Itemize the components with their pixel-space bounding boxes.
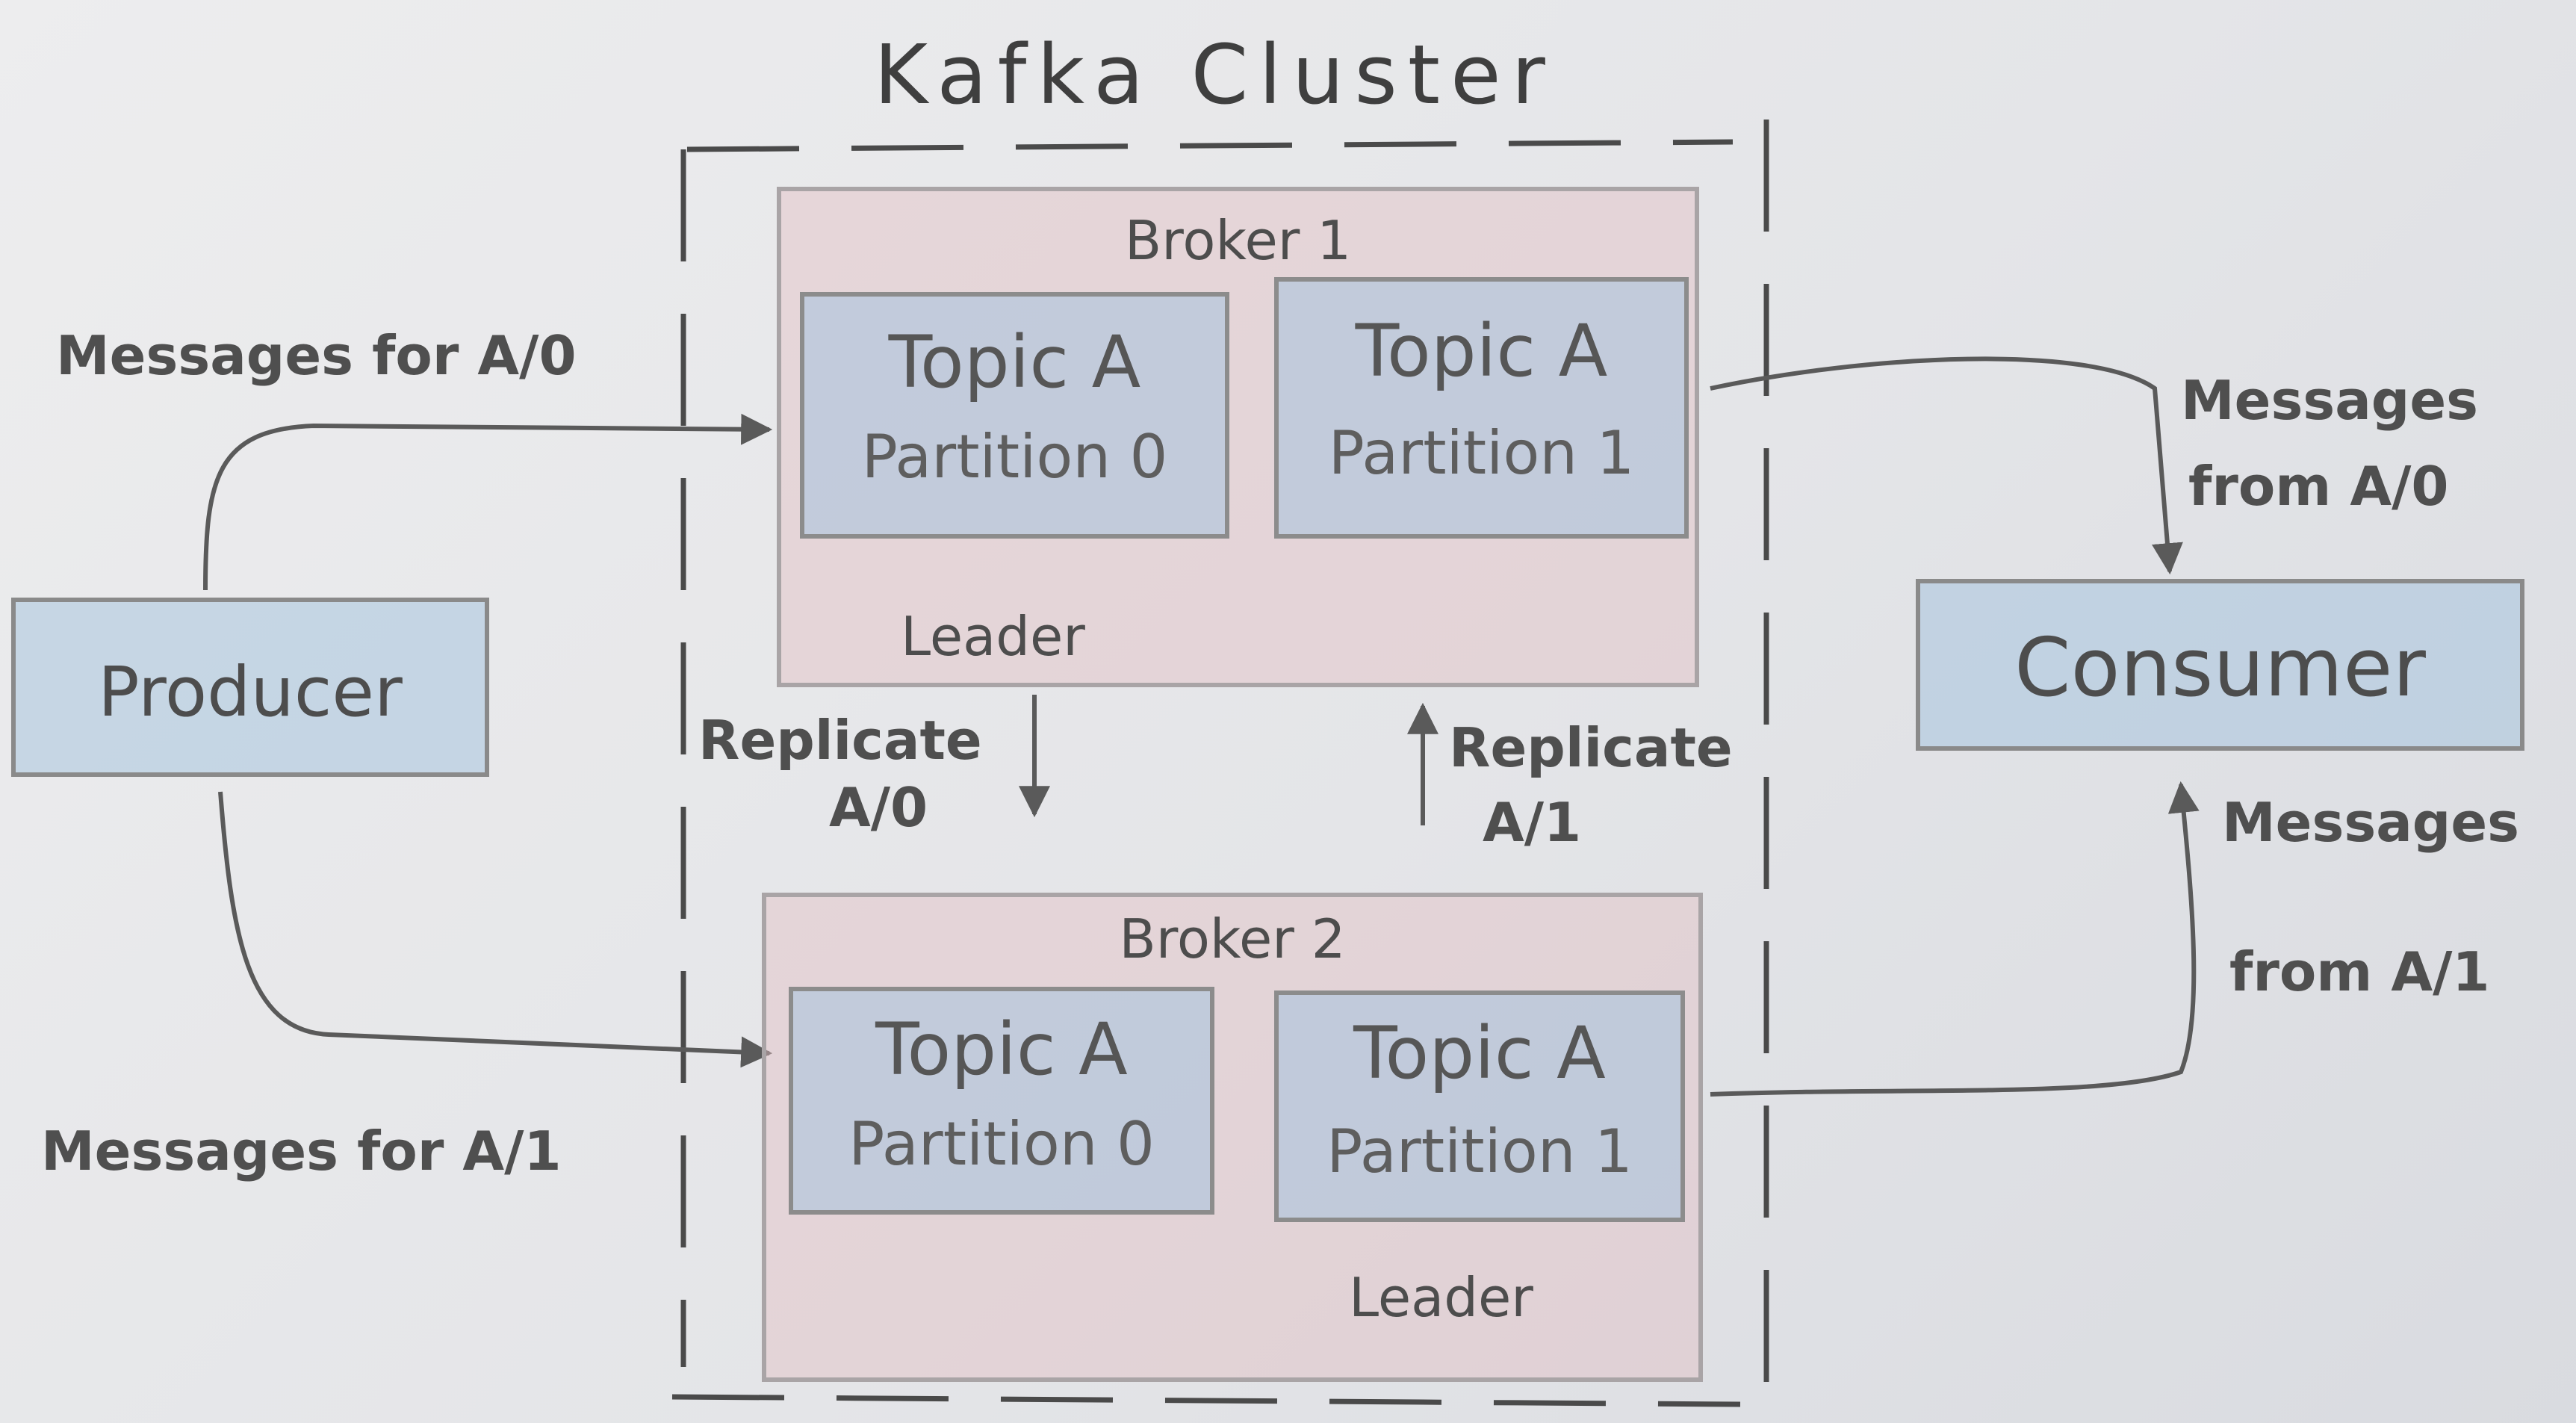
broker2-partition-0: Topic A Partition 0 <box>789 987 1214 1215</box>
broker1-partition-0: Topic A Partition 0 <box>800 292 1229 539</box>
cluster-boundary <box>671 120 1769 1407</box>
partition-name: Partition 0 <box>861 422 1168 492</box>
label-messages-for-a1: Messages for A/1 <box>41 1120 562 1182</box>
flow-producer-to-broker2 <box>218 791 773 1068</box>
broker-2-label: Broker 2 <box>1119 908 1346 970</box>
partition-topic: Topic A <box>875 1008 1128 1091</box>
flow-producer-to-broker1 <box>203 413 773 591</box>
label-replicate-a0-line1: Replicate <box>698 709 982 772</box>
broker-1-leader-label: Leader <box>901 605 1085 668</box>
partition-topic: Topic A <box>888 320 1141 404</box>
label-messages-for-a0: Messages for A/0 <box>56 324 577 387</box>
consumer-box: Consumer <box>1916 579 2524 751</box>
consumer-label: Consumer <box>2014 621 2426 715</box>
label-messages-from-a1-line2: from A/1 <box>2229 940 2490 1003</box>
partition-topic: Topic A <box>1353 1011 1606 1095</box>
broker-2-leader-label: Leader <box>1349 1266 1533 1329</box>
broker1-partition-1: Topic A Partition 1 <box>1274 277 1689 539</box>
label-replicate-a1-line1: Replicate <box>1449 716 1733 779</box>
broker-1-label: Broker 1 <box>1124 209 1352 272</box>
label-messages-from-a0-line2: from A/0 <box>2188 455 2449 518</box>
cluster-title: Kafka Cluster <box>874 27 1556 123</box>
label-messages-from-a0-line1: Messages <box>2181 369 2479 432</box>
producer-label: Producer <box>98 652 403 732</box>
label-replicate-a0-line2: A/0 <box>829 776 928 839</box>
label-messages-from-a1-line1: Messages <box>2222 791 2520 854</box>
broker-2: Broker 2 Topic A Partition 0 Topic A Par… <box>762 893 1703 1382</box>
flow-broker2-to-consumer <box>1710 781 2200 1097</box>
partition-topic: Topic A <box>1355 309 1608 393</box>
partition-name: Partition 1 <box>1328 418 1635 488</box>
broker-1: Broker 1 Topic A Partition 0 Topic A Par… <box>777 187 1699 687</box>
flow-broker1-to-consumer <box>1710 356 2183 575</box>
producer-box: Producer <box>11 598 489 777</box>
broker2-partition-1: Topic A Partition 1 <box>1274 990 1685 1222</box>
partition-name: Partition 0 <box>848 1109 1155 1179</box>
label-replicate-a1-line2: A/1 <box>1483 791 1582 854</box>
partition-name: Partition 1 <box>1326 1117 1633 1186</box>
